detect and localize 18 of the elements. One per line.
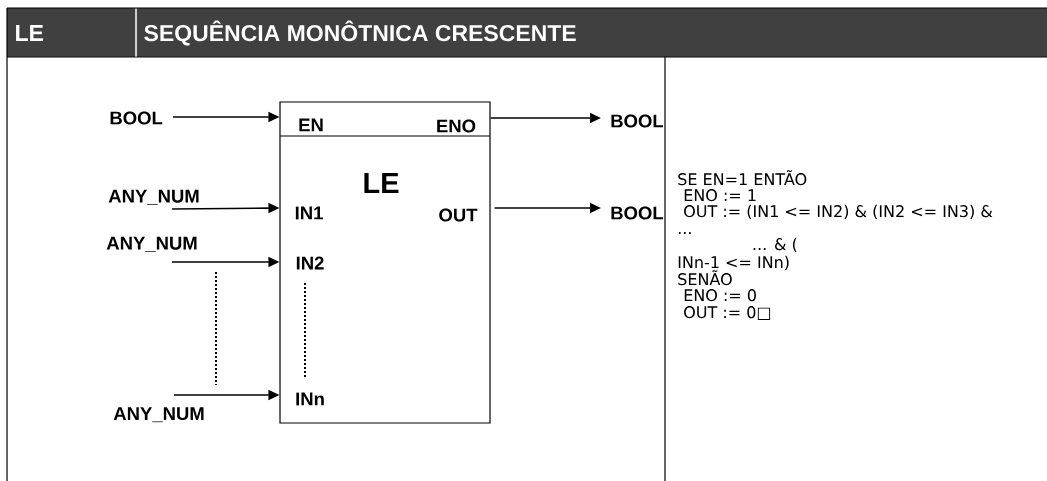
code-line: ENO := 0: [684, 289, 756, 302]
code-line: ENO := 1: [684, 189, 756, 202]
input-type-label: BOOL: [110, 111, 163, 125]
code-line: ... & (: [753, 237, 797, 253]
header-cell-text: LE: [16, 25, 44, 41]
code-line: SENÃO: [678, 270, 732, 286]
code-line: ...: [678, 232, 691, 234]
input-type-label: ANY_NUM: [108, 189, 199, 205]
title: SEQUÊNCIA MONÔTNICA CRESCENTE: [144, 20, 576, 46]
input-type-label: ANY_NUM: [113, 407, 204, 423]
code-line: SE EN=1 ENTÃO: [678, 170, 807, 186]
code-line: OUT := (IN1 <= IN2) & (IN2 <= IN3) &: [684, 204, 993, 220]
input-type-label: ANY_NUM: [106, 236, 197, 252]
function-block: EN ENO LE IN1 OUT IN2 INn: [279, 101, 491, 424]
output-type-label: BOOL: [611, 114, 664, 128]
output-type-label: BOOL: [611, 206, 664, 220]
code-line: INn-1 <= INn): [678, 255, 789, 271]
code-line: OUT := 0□: [684, 306, 771, 320]
